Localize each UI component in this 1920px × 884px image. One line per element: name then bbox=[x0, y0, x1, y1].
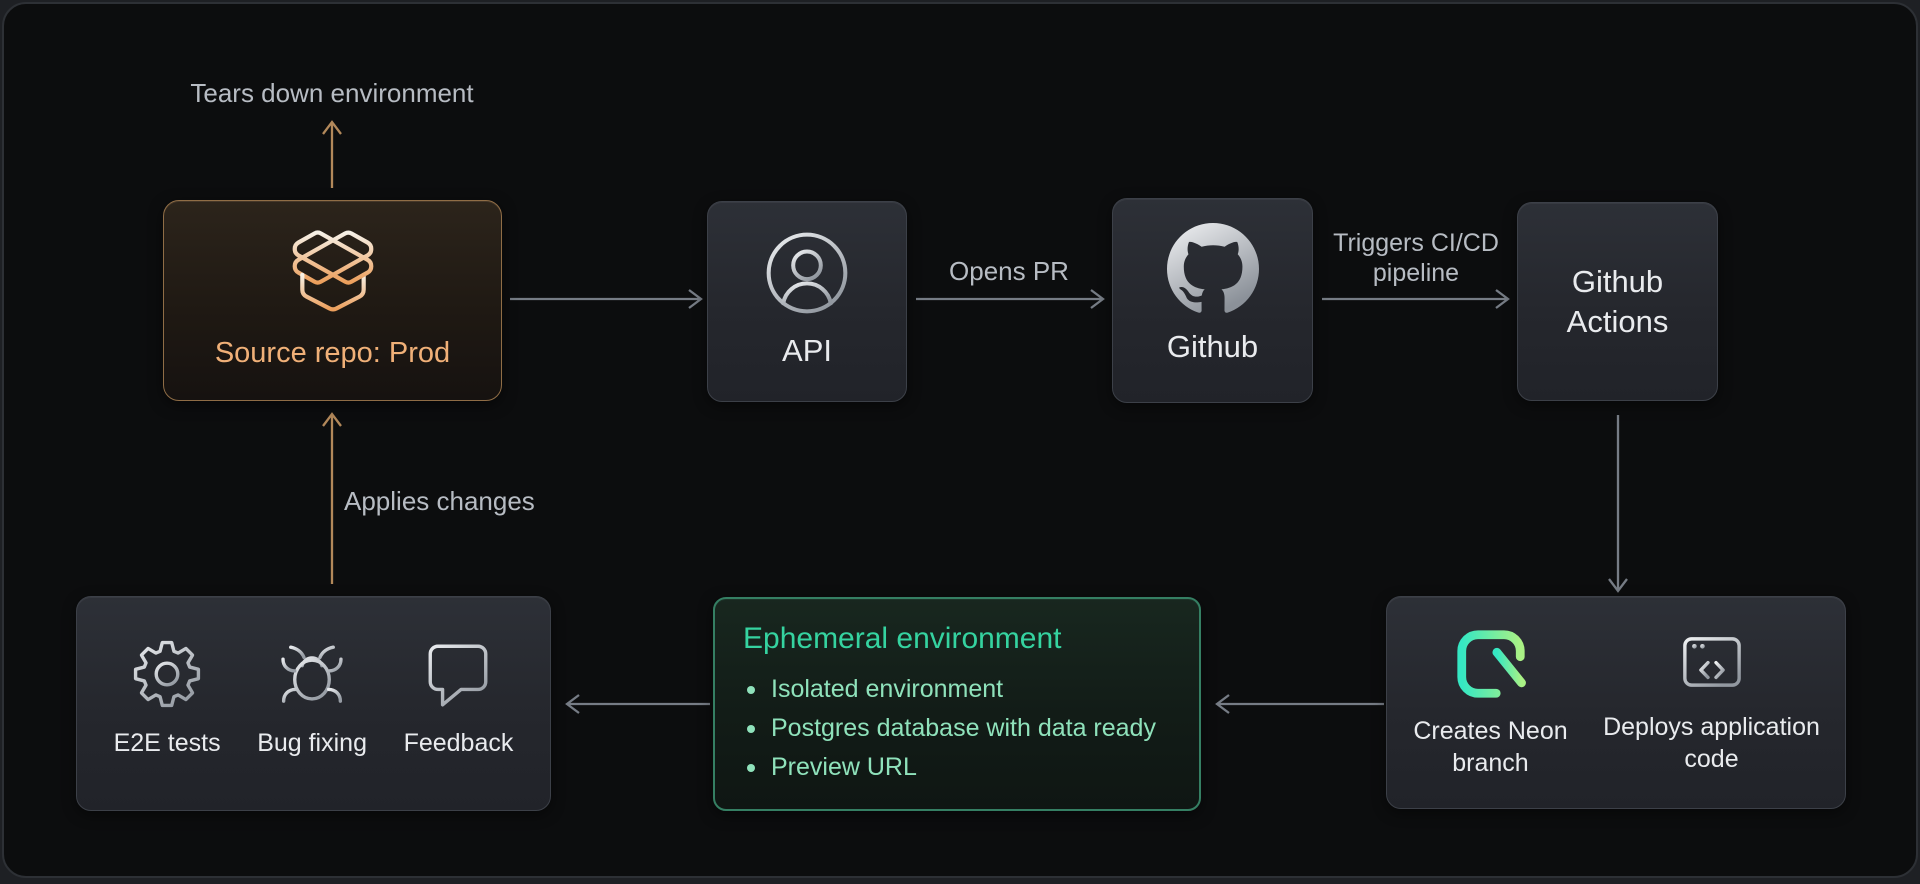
github-label: Github bbox=[1166, 329, 1259, 364]
validation-item-bug: Bug fixing bbox=[257, 637, 367, 759]
deploy-item-app-code: Deploys application code bbox=[1594, 625, 1829, 775]
edge-label-tears-down: Tears down environment bbox=[190, 78, 474, 108]
node-github: Github bbox=[1112, 198, 1313, 403]
list-item: Postgres database with data ready bbox=[743, 709, 1156, 748]
github-actions-label: Github Actions bbox=[1566, 263, 1669, 339]
node-validation: E2E tests Bug bbox=[76, 596, 551, 811]
list-item: Isolated environment bbox=[743, 670, 1003, 709]
e2e-tests-label: E2E tests bbox=[113, 729, 221, 757]
deploy-item-neon: Creates Neon branch bbox=[1403, 625, 1578, 779]
creates-neon-branch-label: Creates Neon branch bbox=[1413, 717, 1568, 777]
speech-bubble-icon bbox=[429, 644, 488, 707]
node-api: API bbox=[707, 201, 907, 402]
feedback-label: Feedback bbox=[403, 729, 514, 757]
api-label: API bbox=[782, 333, 832, 368]
deploys-application-code-label: Deploys application code bbox=[1603, 713, 1820, 773]
arrow-validation-to-source bbox=[322, 412, 342, 584]
bullet-text: Isolated environment bbox=[771, 675, 1004, 703]
arrow-github-to-actions bbox=[1322, 289, 1510, 309]
browser-code-icon bbox=[1682, 637, 1741, 687]
user-circle-icon bbox=[766, 232, 848, 314]
bug-icon bbox=[280, 645, 344, 703]
arrow-deploy-to-ephemeral bbox=[1215, 694, 1384, 714]
ephemeral-title: Ephemeral environment bbox=[743, 622, 1062, 655]
gear-icon bbox=[133, 640, 201, 708]
arrow-source-to-api bbox=[510, 289, 703, 309]
bullet-text: Preview URL bbox=[771, 753, 917, 781]
node-ephemeral-environment: Ephemeral environment Isolated environme… bbox=[713, 597, 1201, 811]
bullet-text: Postgres database with data ready bbox=[771, 714, 1156, 742]
neon-icon bbox=[1456, 630, 1526, 698]
bullet-dot bbox=[747, 724, 755, 733]
bullet-dot bbox=[747, 685, 755, 694]
arrow-source-teardown bbox=[322, 120, 342, 188]
edge-label-opens-pr: Opens PR bbox=[949, 256, 1069, 286]
arrow-ephemeral-to-validation bbox=[565, 694, 710, 714]
list-item: Preview URL bbox=[743, 748, 917, 787]
arrow-actions-to-deploy bbox=[1608, 415, 1628, 593]
validation-item-feedback: Feedback bbox=[403, 637, 514, 759]
arrow-api-to-github bbox=[916, 289, 1105, 309]
github-icon bbox=[1166, 223, 1259, 313]
edge-label-triggers-cicd: Triggers CI/CD pipeline bbox=[1333, 229, 1499, 287]
validation-item-e2e: E2E tests bbox=[114, 637, 221, 759]
node-github-actions: Github Actions bbox=[1517, 202, 1718, 401]
node-deploy: Creates Neon branch Deploys application … bbox=[1386, 596, 1846, 809]
package-open-icon bbox=[292, 230, 373, 312]
bullet-dot bbox=[747, 763, 755, 772]
source-repo-label: Source repo: Prod bbox=[214, 337, 451, 369]
node-source-repo: Source repo: Prod bbox=[163, 200, 502, 401]
edge-label-applies-changes: Applies changes bbox=[344, 486, 535, 516]
bug-fixing-label: Bug fixing bbox=[257, 729, 367, 757]
